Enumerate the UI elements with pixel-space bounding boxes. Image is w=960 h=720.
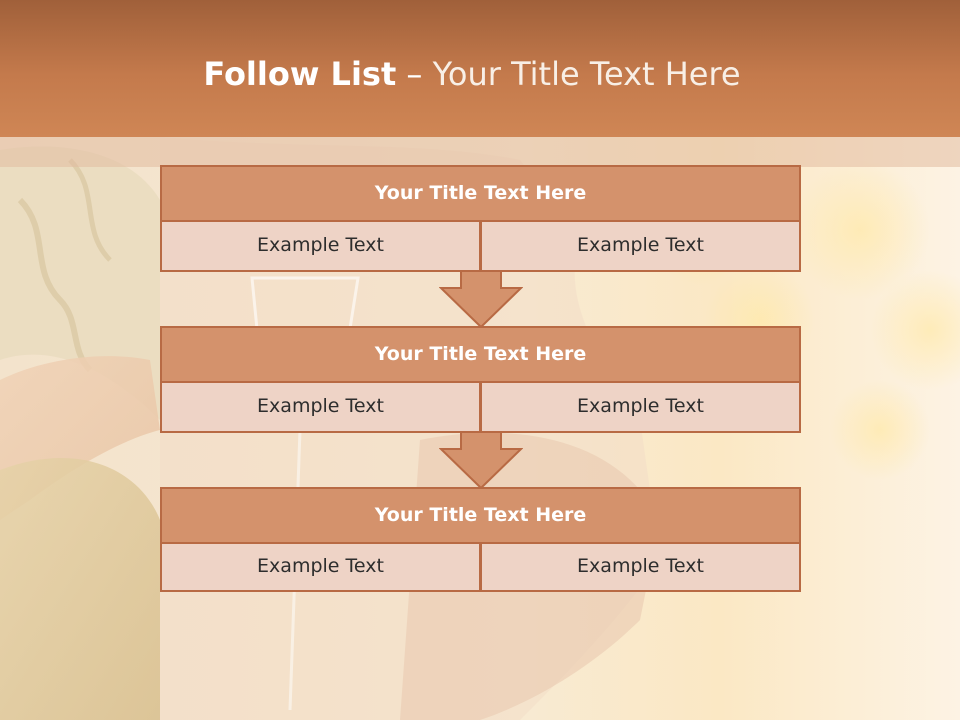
block-title: Your Title Text Here — [160, 165, 801, 222]
block-title: Your Title Text Here — [160, 487, 801, 544]
block-title: Your Title Text Here — [160, 326, 801, 383]
block-left-cell: Example Text — [160, 222, 481, 272]
header-strip — [0, 137, 960, 167]
block-right-cell: Example Text — [480, 383, 801, 433]
header-band — [0, 0, 960, 137]
title-rest: Your Title Text Here — [432, 55, 741, 93]
block-right-cell: Example Text — [480, 544, 801, 592]
title-separator: – — [396, 55, 433, 93]
block-right-cell: Example Text — [480, 222, 801, 272]
block-left-cell: Example Text — [160, 544, 481, 592]
slide-title: Follow List – Your Title Text Here — [0, 55, 944, 93]
title-bold: Follow List — [203, 55, 397, 93]
block-left-cell: Example Text — [160, 383, 481, 433]
down-arrow-icon — [439, 270, 523, 328]
down-arrow-icon — [439, 431, 523, 489]
